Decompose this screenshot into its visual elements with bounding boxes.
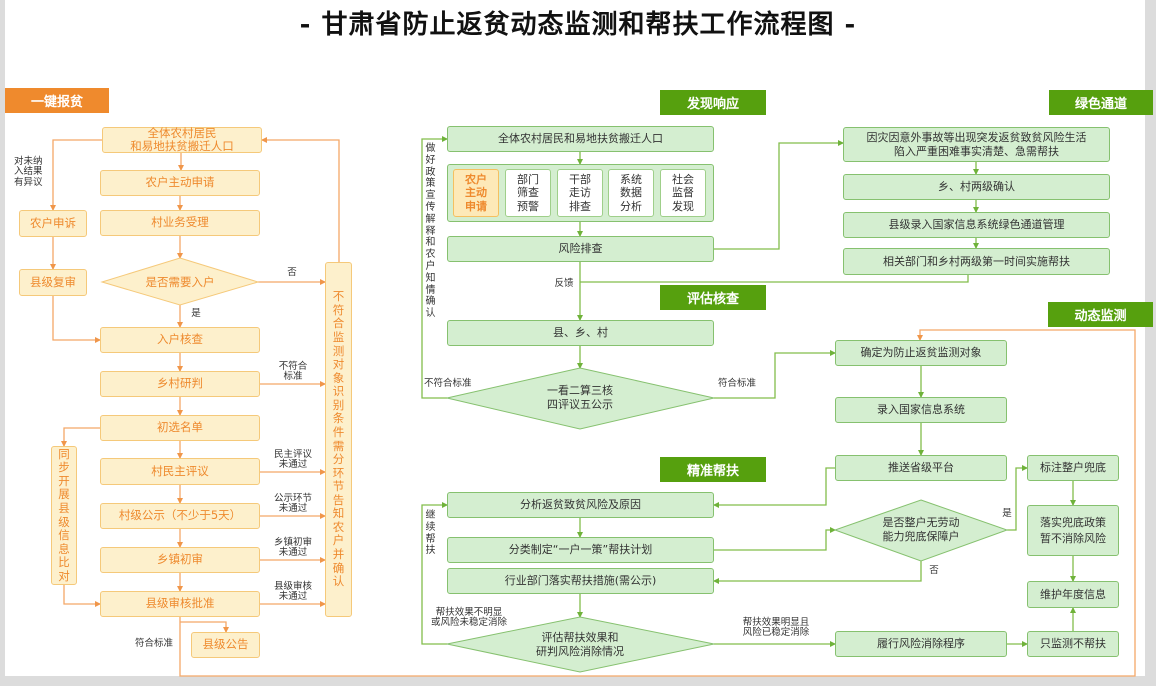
- connector-line: [63, 585, 101, 607]
- connector-line: [261, 137, 340, 262]
- node-village-judge: 乡村研判: [100, 371, 260, 397]
- node-county-notice: 县级公告: [191, 632, 260, 658]
- channel-cadre-visit: 干部 走访 排查: [557, 169, 603, 217]
- label-not-standard: 不符合 标准: [278, 361, 308, 383]
- node-shortlist: 初选名单: [100, 415, 260, 441]
- connector-line: [713, 467, 835, 508]
- channel-farmer-apply: 农户 主动 申请: [453, 169, 499, 217]
- node-village-publicity: 村级公示（不少于5天）: [100, 503, 260, 529]
- node-push-platform: 推送省级平台: [835, 455, 1007, 481]
- connector-line: [50, 139, 102, 211]
- connector-line: [52, 296, 101, 343]
- node-sync-compare: 同步开展县级信息比对: [51, 446, 77, 585]
- label-objection: 对未纳 入结果 有异议: [14, 156, 43, 188]
- label-yes: 是: [191, 308, 201, 319]
- section-header-monitor: 动态监测: [1048, 302, 1153, 327]
- decision-five-steps: 一看二算三核 四评议五公示: [547, 384, 613, 411]
- channel-social-supervision: 社会 监督 发现: [660, 169, 706, 217]
- node-mark-household: 标注整户兜底: [1027, 455, 1119, 481]
- node-household-plan: 分类制定“一户一策”帮扶计划: [447, 537, 714, 563]
- label-no-monitor: 否: [929, 565, 939, 576]
- decision-diamond: [446, 367, 715, 430]
- label-meets-standard: 符合标准: [134, 638, 173, 649]
- section-header-green-channel: 绿色通道: [1049, 90, 1153, 115]
- label-not-effective: 帮扶效果不明显 或风险未稳定消除: [430, 607, 507, 629]
- node-implement-policy: 落实兜底政策 暂不消除风险: [1027, 505, 1119, 556]
- section-header-report: 一键报贫: [5, 88, 109, 113]
- node-eliminate-risk: 履行风险消除程序: [835, 631, 1007, 657]
- node-monitor-only: 只监测不帮扶: [1027, 631, 1119, 657]
- label-yes-monitor: 是: [1002, 508, 1012, 519]
- label-no: 否: [287, 267, 297, 278]
- connector-line: [713, 561, 922, 584]
- connector-line: [1007, 465, 1028, 531]
- node-farmer-appeal: 农户申诉: [19, 210, 87, 237]
- node-county-recheck: 县级复审: [19, 269, 87, 296]
- connector-line: [714, 350, 836, 399]
- section-header-discover: 发现响应: [660, 90, 766, 115]
- node-not-qualified-notice-text: 不符合监测对象识别条件需分环节告知农户并确认: [332, 289, 345, 589]
- connector-line: [714, 527, 836, 551]
- node-risk-check: 风险排查: [447, 236, 714, 262]
- section-header-assess: 评估核查: [660, 285, 766, 310]
- label-meets-standard-assess: 符合标准: [717, 378, 756, 389]
- channel-system-analysis: 系统 数据 分析: [608, 169, 654, 217]
- label-continue-assist: 继续帮扶: [425, 510, 436, 557]
- page-title: - 甘肃省防止返贫动态监测和帮扶工作流程图 -: [299, 10, 857, 40]
- label-review-failed: 民主评议 未通过: [273, 449, 312, 471]
- label-feedback: 反馈: [554, 278, 574, 289]
- connector-line: [421, 136, 448, 399]
- label-not-standard-assess: 不符合标准: [424, 378, 472, 389]
- label-township-failed: 乡镇初审 未通过: [273, 537, 312, 559]
- node-immediate-help: 相关部门和乡村两级第一时间实施帮扶: [843, 248, 1110, 275]
- decision-need-visit: 是否需要入户: [145, 274, 215, 289]
- decision-diamond: [446, 616, 715, 673]
- label-publicity-failed: 公示环节 未通过: [273, 493, 312, 515]
- node-determine-object: 确定为防止返贫监测对象: [835, 340, 1007, 366]
- connector-line: [714, 140, 844, 250]
- decision-evaluate-effect: 评估帮扶效果和 研判风险消除情况: [536, 631, 624, 658]
- node-enter-system: 录入国家信息系统: [835, 397, 1007, 423]
- node-all-residents-green: 全体农村居民和易地扶贫搬迁人口: [447, 126, 714, 152]
- label-policy-note: 做好政策宣传解释和农户知情确认: [425, 143, 436, 320]
- connector-line: [61, 427, 100, 447]
- channel-department-screening: 部门 筛查 预警: [505, 169, 551, 217]
- node-county-approval: 县级审核批准: [100, 591, 260, 617]
- connector-line: [179, 329, 1136, 677]
- node-sudden-risk: 因灾因意外事故等出现突发返贫致贫风险生活 陷入严重困难事实清楚、急需帮扶: [843, 127, 1110, 162]
- decision-diamond: [833, 499, 1009, 562]
- node-visit-check: 入户核查: [100, 327, 260, 353]
- decision-guarantee-household: 是否整户无劳动 能力兜底保障户: [882, 516, 960, 543]
- decision-diamond: [100, 257, 260, 306]
- node-maintain-info: 维护年度信息: [1027, 581, 1119, 608]
- node-village-accept: 村业务受理: [100, 210, 260, 236]
- node-sync-compare-text: 同步开展县级信息比对: [58, 446, 70, 583]
- connector-line: [580, 275, 969, 283]
- node-township-review: 乡镇初审: [100, 547, 260, 573]
- node-farmer-apply: 农户主动申请: [100, 170, 260, 196]
- node-implement-measures: 行业部门落实帮扶措施(需公示): [447, 568, 714, 594]
- section-header-assist: 精准帮扶: [660, 457, 766, 482]
- node-county-entry: 县级录入国家信息系统绿色通道管理: [843, 212, 1110, 238]
- connector-line: [180, 621, 229, 633]
- node-all-residents: 全体农村居民 和易地扶贫搬迁人口: [102, 127, 262, 153]
- node-analyze-risk: 分析返贫致贫风险及原因: [447, 492, 714, 518]
- connector-line: [421, 502, 448, 645]
- node-county-township-village: 县、乡、村: [447, 320, 714, 346]
- label-county-failed: 县级审核 未通过: [273, 581, 312, 603]
- node-not-qualified-notice: 不符合监测对象识别条件需分环节告知农户并确认: [325, 262, 352, 617]
- label-effective: 帮扶效果明显且 风险已稳定消除: [742, 617, 810, 639]
- node-two-level-confirm: 乡、村两级确认: [843, 174, 1110, 200]
- node-villager-review: 村民主评议: [100, 458, 260, 485]
